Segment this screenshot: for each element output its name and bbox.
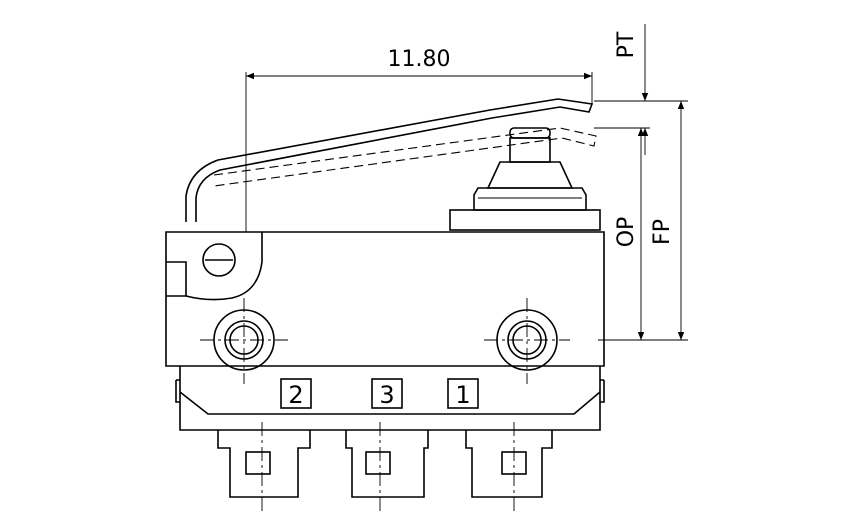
terminal-marker-left: 2 xyxy=(280,378,312,409)
terminal-right xyxy=(465,422,553,512)
lever-operating-position xyxy=(213,127,597,187)
length-label: 11.80 xyxy=(388,47,451,72)
terminal-marker-right: 1 xyxy=(447,378,479,409)
terminal-marker-middle: 3 xyxy=(371,378,403,409)
svg-text:1: 1 xyxy=(455,381,470,409)
lever-free-position xyxy=(185,98,594,222)
switch-base xyxy=(175,366,605,431)
plunger xyxy=(473,127,587,211)
terminal-left xyxy=(217,422,311,512)
switch-body xyxy=(165,231,605,367)
pt-label: PT xyxy=(614,31,639,58)
length-dimension: 11.80 xyxy=(245,47,593,232)
op-label: OP xyxy=(614,217,639,248)
mounting-hole-right xyxy=(484,298,570,384)
fp-label: FP xyxy=(650,219,675,245)
svg-text:2: 2 xyxy=(288,381,303,409)
svg-text:3: 3 xyxy=(379,381,394,409)
lever-pivot xyxy=(202,243,236,277)
top-step xyxy=(449,209,601,231)
terminal-middle xyxy=(345,422,429,512)
travel-dimensions: PT OP FP xyxy=(594,24,688,341)
mounting-hole-left xyxy=(200,298,288,384)
